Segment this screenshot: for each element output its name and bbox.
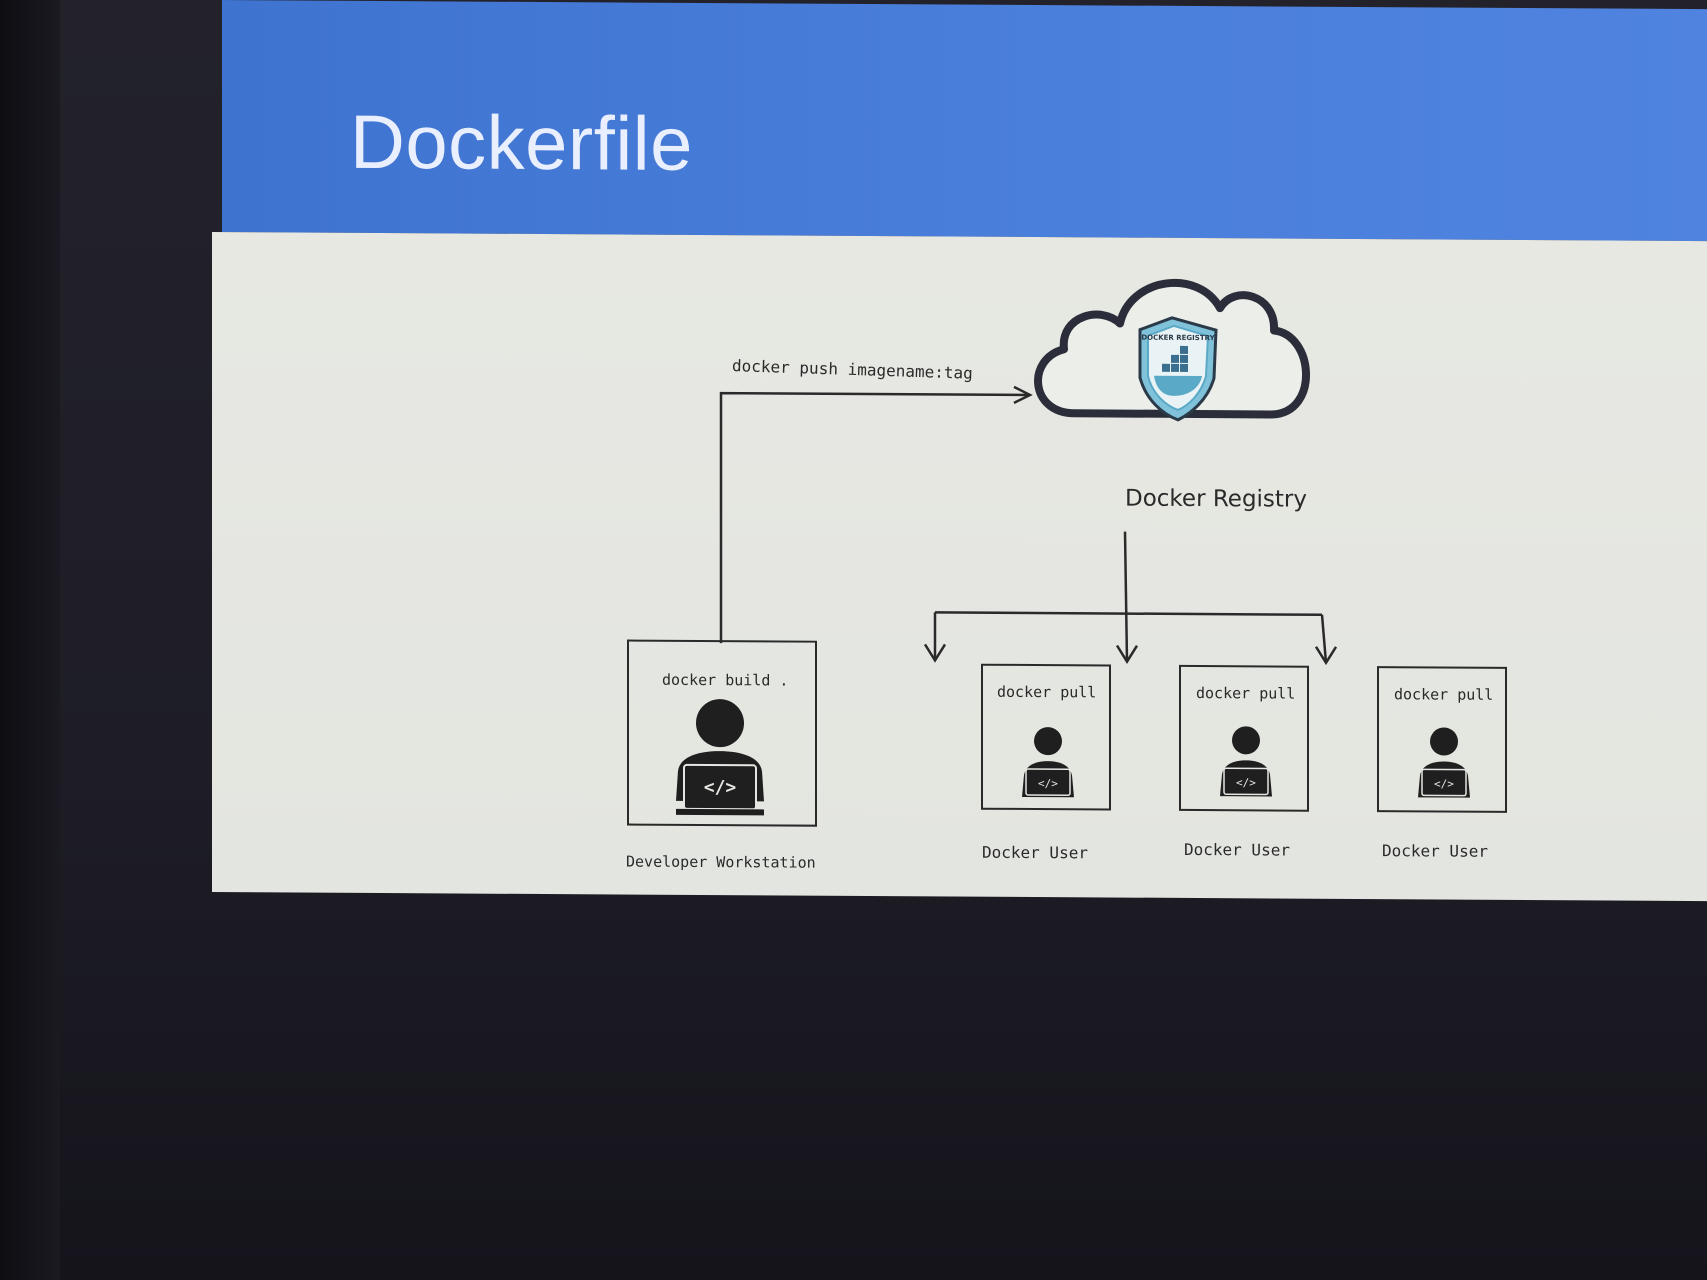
docker-user-box-1: </> [981,663,1111,811]
registry-label: Docker Registry [1125,485,1308,513]
docker-user-box-3: </> [1377,666,1507,813]
docker-user-label-1: Docker User [982,842,1088,863]
developer-laptop-icon: </> [1022,727,1074,798]
developer-laptop-icon: </> [1220,726,1272,797]
pull-command-1: docker pull [997,682,1097,702]
pull-command-2: docker pull [1196,684,1296,703]
developer-workstation-label: Developer Workstation [626,852,816,872]
docker-user-box-2: </> [1179,664,1309,812]
architecture-diagram: DOCKER REGISTRY [627,279,1507,827]
developer-workstation-box: </> [627,639,817,827]
build-command: docker build . [662,670,789,690]
pull-arrows [923,531,1338,666]
slide-title: Dockerfile [350,99,693,187]
presentation-slide: Dockerfile [212,0,1707,904]
pull-command-3: docker pull [1394,685,1494,704]
code-symbol: </> [1038,777,1058,790]
developer-laptop-icon: </> [676,699,764,816]
docker-user-label-3: Docker User [1382,841,1488,861]
developer-laptop-icon: </> [1418,727,1470,798]
code-symbol: </> [1236,776,1256,789]
docker-registry-badge-icon: DOCKER REGISTRY [1138,316,1218,422]
code-symbol: </> [704,777,737,798]
docker-user-label-2: Docker User [1184,839,1290,860]
badge-text: DOCKER REGISTRY [1141,334,1215,342]
screen-edge [0,0,60,1280]
code-symbol: </> [1434,777,1454,790]
slide-body: DOCKER REGISTRY [212,232,1707,902]
push-arrow [719,385,1033,644]
slide-header: Dockerfile [222,0,1707,242]
cloud-icon: DOCKER REGISTRY [1034,279,1310,422]
